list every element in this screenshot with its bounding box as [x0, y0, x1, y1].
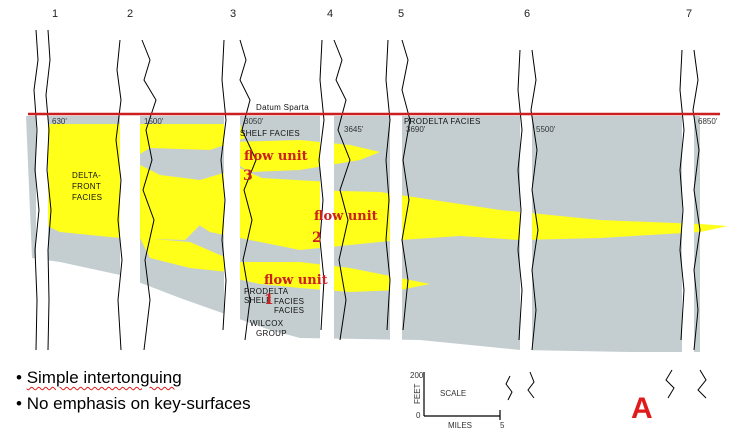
well-number-4: 4: [327, 8, 333, 20]
well-number-2: 2: [127, 8, 133, 20]
flow-unit-3-number: 3: [243, 168, 253, 184]
shelf-facies-top-label: SHELF FACIES: [240, 129, 300, 138]
lower-log-tails: [505, 369, 707, 401]
depth-label-well-7: 6850': [698, 117, 718, 126]
delta-front-label-line-1: DELTA-: [72, 171, 101, 180]
scale-miles-label: MILES: [448, 421, 472, 430]
datum-label: Datum Sparta: [256, 103, 309, 112]
well-number-6: 6: [524, 8, 530, 20]
scale-feet-label: FEET: [413, 383, 422, 404]
well-number-1: 1: [52, 8, 58, 20]
prodelta-facies-bottom-line-1: PRODELTA: [244, 287, 289, 296]
shelf-facies-bottom-line-1: SHELF: [244, 296, 271, 305]
scale-bar: 200 0 SCALE MILES 5 FEET: [410, 371, 505, 430]
flow-unit-3-label: flow unit: [244, 149, 308, 164]
delta-front-label-line-3: FACIES: [72, 193, 102, 202]
prodelta-facies-top-label: PRODELTA FACIES: [404, 117, 481, 126]
wilcox-group-line-2: GROUP: [256, 329, 287, 338]
bullet-item-1: • Simple intertonguing: [16, 368, 182, 388]
flow-unit-1-number: 1: [264, 292, 274, 308]
lower-sand-tongue: [140, 238, 240, 272]
scale-feet-value: 200: [410, 371, 424, 380]
delta-front-label-line-2: FRONT: [72, 182, 101, 191]
well-logs: [33, 20, 701, 364]
bullet-dot: •: [16, 368, 22, 387]
flow-unit-2-number: 2: [312, 230, 322, 246]
depth-label-well-3: 3050': [244, 117, 264, 126]
bullet-dot: •: [16, 394, 22, 413]
shelf-facies-bottom-line-2: FACIES: [274, 306, 304, 315]
flow-unit-2-sand: [170, 185, 728, 250]
delta-front-sand: [42, 124, 330, 240]
flow-unit-2-label: flow unit: [314, 209, 378, 224]
depth-label-well-4: 3645': [344, 125, 364, 134]
bullet-item-2: • No emphasis on key-surfaces: [16, 394, 251, 414]
depth-label-well-5: 3690': [406, 125, 426, 134]
wilcox-group-line-1: WILCOX: [250, 319, 284, 328]
scale-miles-value: 5: [500, 421, 505, 430]
depth-label-well-1: 630': [52, 117, 67, 126]
flow-unit-3-sand: [230, 140, 380, 172]
scale-label: SCALE: [440, 389, 466, 398]
well-number-3: 3: [230, 8, 236, 20]
scale-feet-zero: 0: [416, 411, 421, 420]
depth-label-well-6: 5500': [536, 125, 556, 134]
depth-label-well-2: 1500': [144, 117, 164, 126]
well-number-7: 7: [686, 8, 692, 20]
bullet-text-2: No emphasis on key-surfaces: [26, 394, 251, 413]
well-number-5: 5: [398, 8, 404, 20]
panel-letter: A: [631, 392, 653, 425]
flow-unit-1-label: flow unit: [264, 273, 328, 288]
bullet-text-1: Simple intertonguing: [26, 368, 182, 387]
prodelta-facies-bottom-line-2: FACIES: [274, 297, 304, 306]
